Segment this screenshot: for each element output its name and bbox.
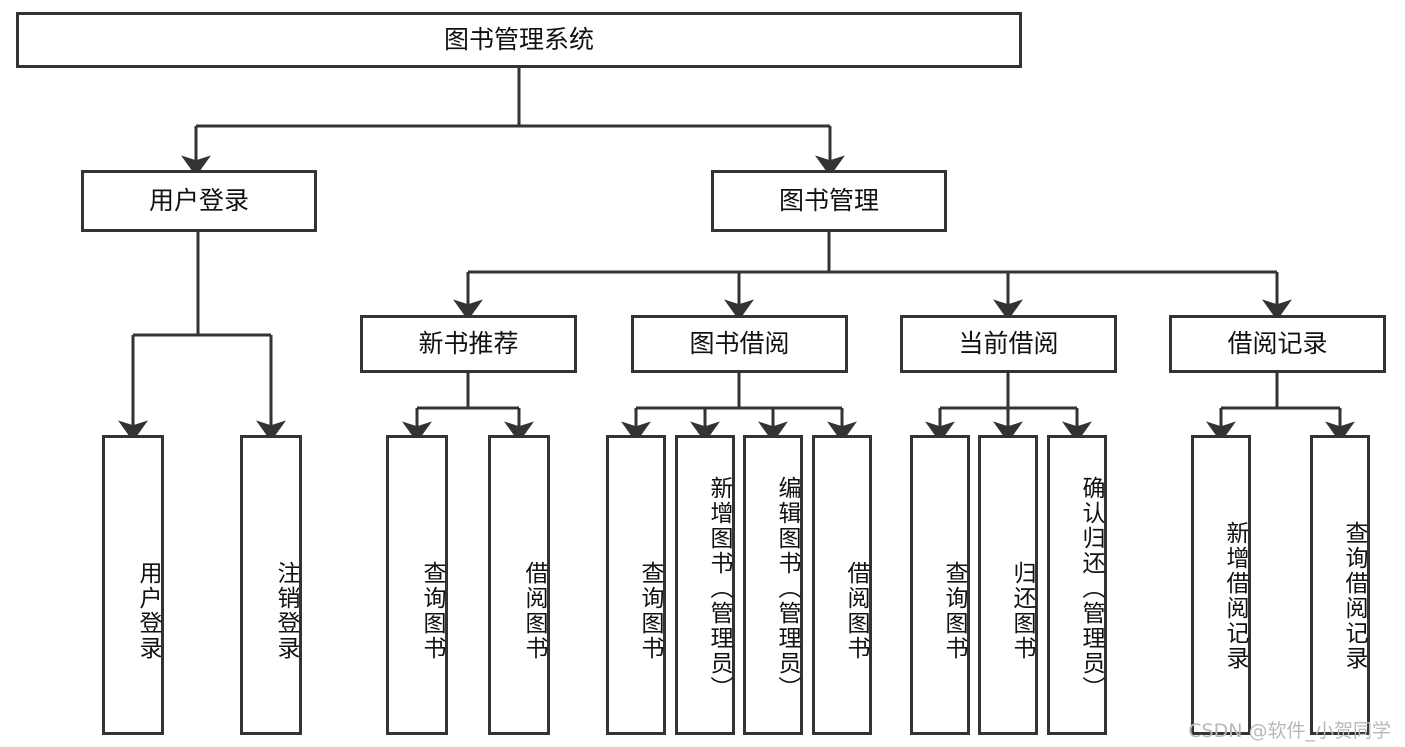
node-label: 用户登录 [135,561,161,661]
leaf-borrow-record-query[interactable]: 查询借阅记录 [1310,435,1370,735]
leaf-book-borrow-query[interactable]: 查询图书 [606,435,666,735]
leaf-current-borrow-query[interactable]: 查询图书 [910,435,970,735]
leaf-user-login-login[interactable]: 用户登录 [102,435,164,735]
node-label: 图书借阅 [689,329,790,359]
leaf-user-login-logout[interactable]: 注销登录 [240,435,302,735]
node-label: 借阅图书 [843,561,869,661]
leaf-current-borrow-confirm[interactable]: 确认归还（管理员） [1047,435,1107,735]
leaf-new-book-borrow[interactable]: 借阅图书 [488,435,550,735]
node-current-borrow[interactable]: 当前借阅 [900,315,1117,373]
node-label: 图书管理 [778,186,879,216]
node-label: 借阅记录 [1227,329,1328,359]
node-label: 新增借阅记录 [1222,521,1248,671]
node-label: 查询图书 [637,561,663,661]
node-user-login[interactable]: 用户登录 [81,170,317,232]
node-root-system[interactable]: 图书管理系统 [16,12,1022,68]
node-label: 借阅图书 [521,561,547,661]
node-label: 查询借阅记录 [1341,521,1367,671]
node-borrow-record[interactable]: 借阅记录 [1169,315,1386,373]
node-book-manage[interactable]: 图书管理 [711,170,947,232]
node-label: 确认归还（管理员） [1078,475,1104,701]
node-label: 新书推荐 [418,329,519,359]
watermark-label: CSDN @软件_小贺同学 [1188,720,1391,742]
node-label: 归还图书 [1009,561,1035,661]
leaf-borrow-record-add[interactable]: 新增借阅记录 [1191,435,1251,735]
leaf-new-book-query[interactable]: 查询图书 [386,435,448,735]
node-label: 查询图书 [419,561,445,661]
node-book-borrow[interactable]: 图书借阅 [631,315,848,373]
node-label: 图书管理系统 [443,25,594,55]
node-new-book-recommend[interactable]: 新书推荐 [360,315,577,373]
node-label: 用户登录 [148,186,249,216]
leaf-book-borrow-borrow[interactable]: 借阅图书 [812,435,872,735]
node-label: 新增图书（管理员） [706,475,732,701]
node-label: 当前借阅 [958,329,1059,359]
node-label: 查询图书 [941,561,967,661]
leaf-book-borrow-edit[interactable]: 编辑图书（管理员） [743,435,803,735]
node-label: 注销登录 [273,561,299,661]
node-label: 编辑图书（管理员） [774,475,800,701]
leaf-book-borrow-add[interactable]: 新增图书（管理员） [675,435,735,735]
leaf-current-borrow-return[interactable]: 归还图书 [978,435,1038,735]
